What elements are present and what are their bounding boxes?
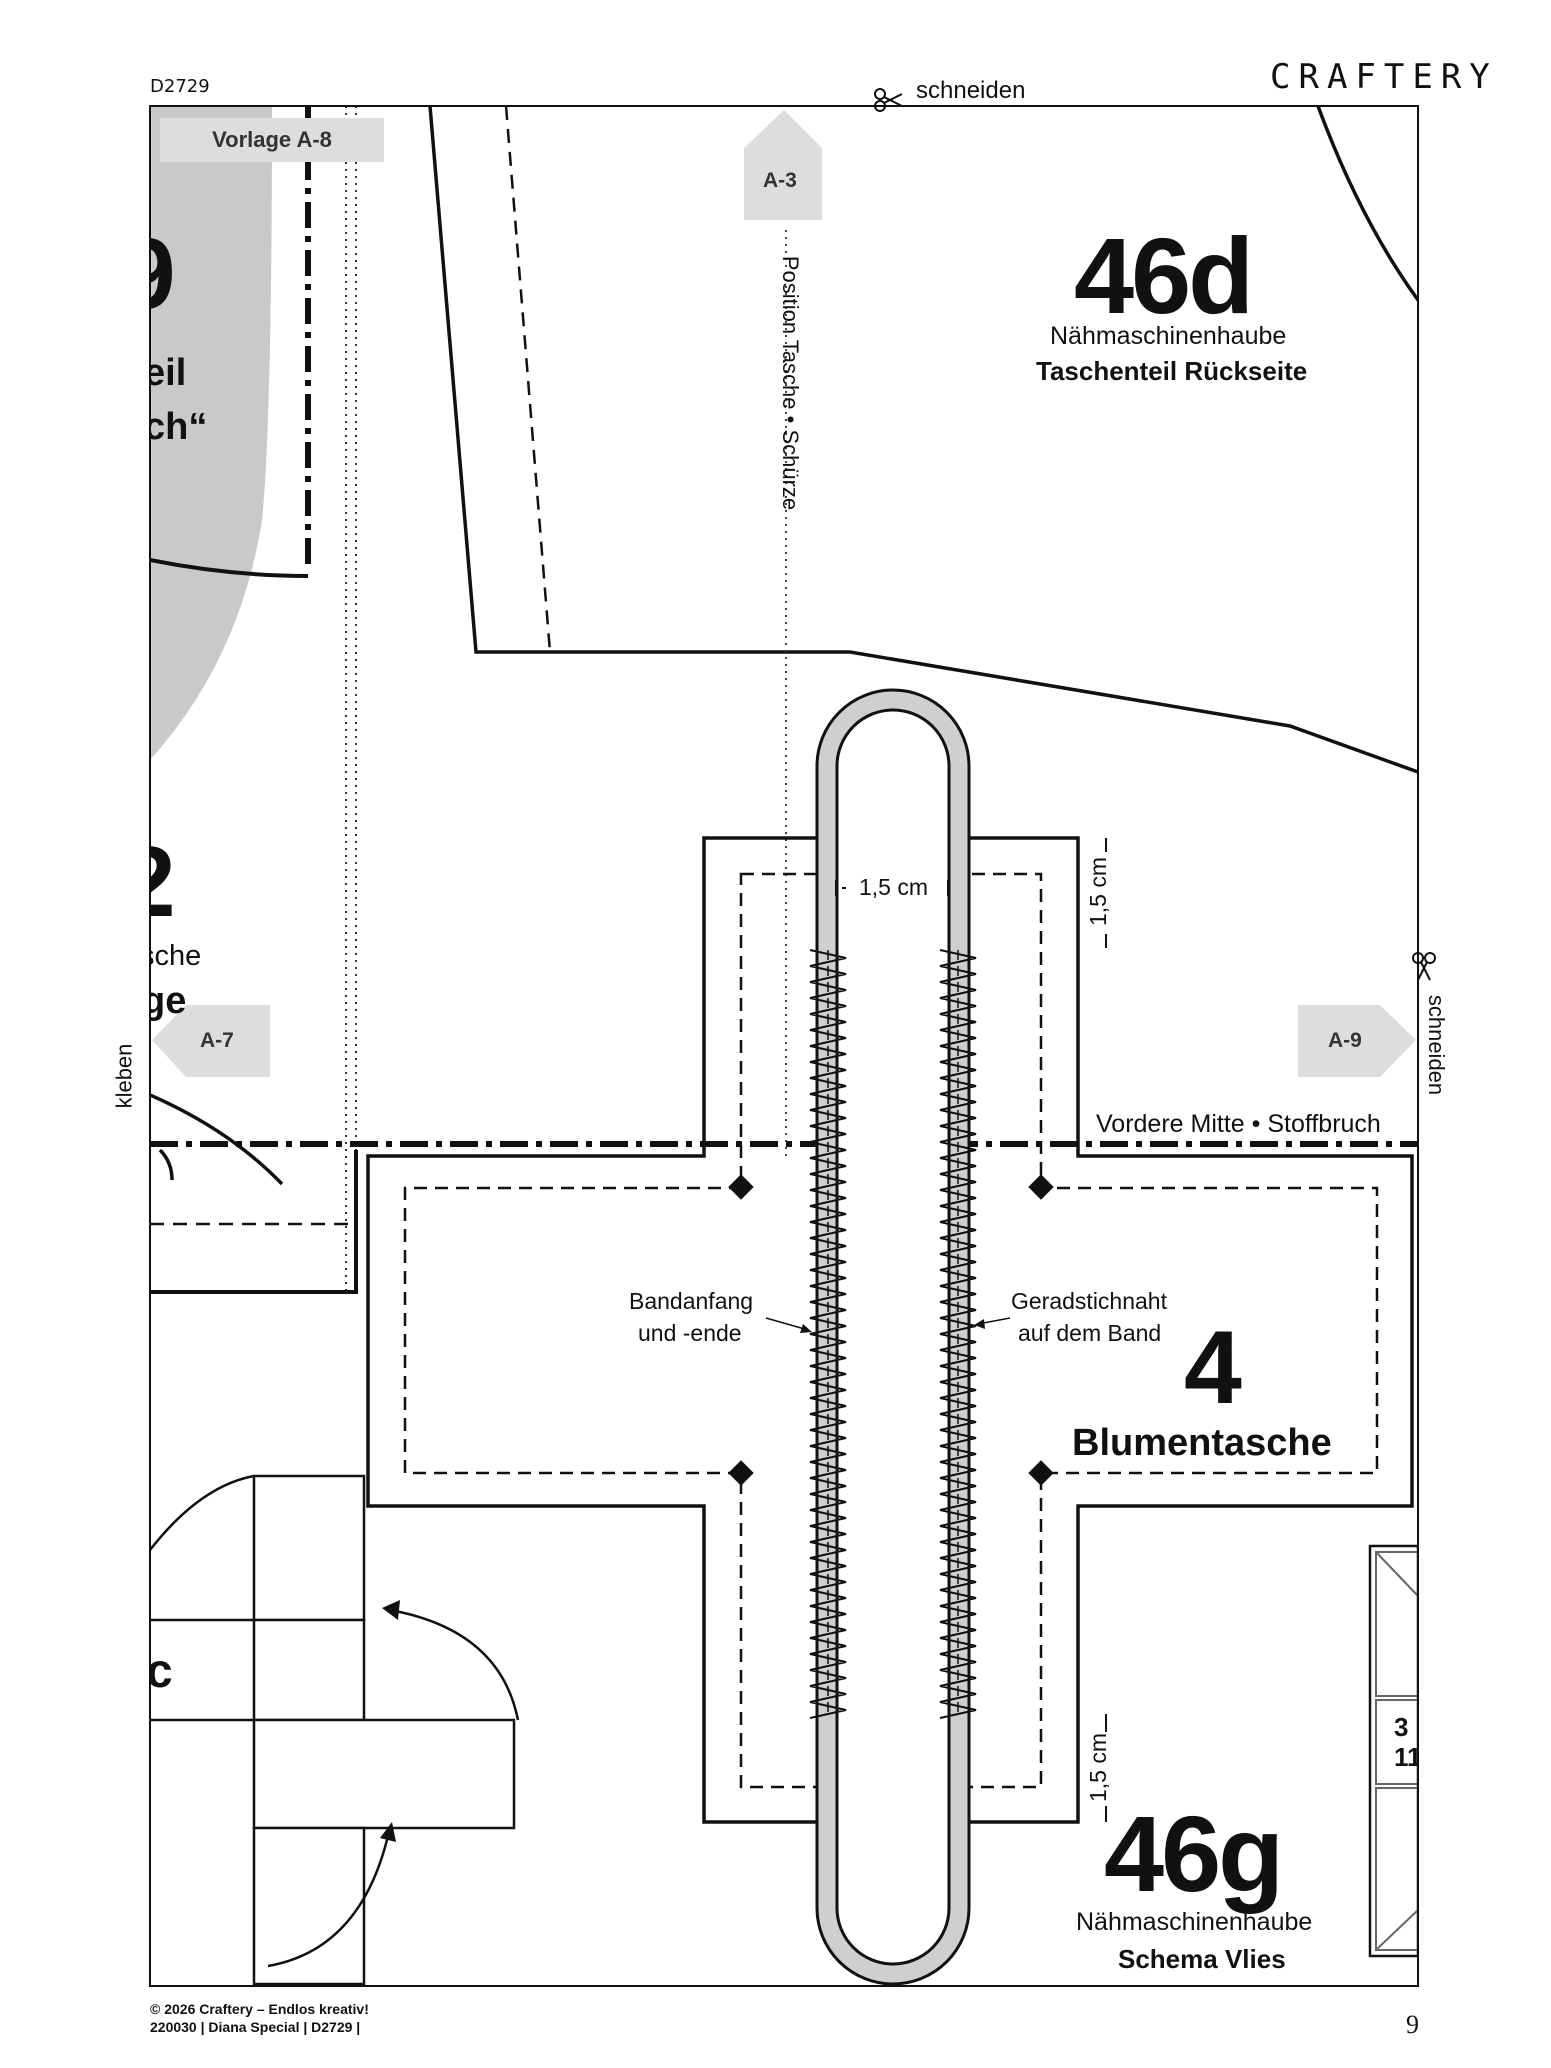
measure-top-vertical: 1,5 cm bbox=[1085, 856, 1112, 927]
annotation-band-end: und -ende bbox=[638, 1320, 742, 1346]
fragment-text: eil bbox=[150, 352, 187, 394]
annotation-band-start: Bandanfang bbox=[629, 1288, 754, 1314]
position-guide-label: Position Tasche • Schürze bbox=[778, 255, 803, 511]
piece-46d-outline bbox=[428, 106, 1418, 774]
brand-logo: CRAFTERY bbox=[1270, 57, 1498, 97]
fragment-text: 2 bbox=[150, 832, 176, 932]
fragment-text: ch“ bbox=[150, 406, 208, 448]
piece-46d-number: 46d bbox=[1074, 215, 1254, 336]
zigzag-stitch-left bbox=[809, 949, 847, 1719]
fragment-text: 11 bbox=[1394, 1742, 1418, 1772]
template-tag: Vorlage A-8 bbox=[160, 118, 384, 162]
footer-copyright: © 2026 Craftery – Endlos kreativ! bbox=[150, 2001, 369, 2017]
fragment-text: 3 bbox=[1394, 1712, 1409, 1742]
piece-46d-subtitle: Taschenteil Rückseite bbox=[1036, 356, 1308, 386]
footer-reference: 220030 | Diana Special | D2729 | bbox=[150, 2019, 361, 2035]
right-fragments-clip: 3 11 bbox=[1376, 1700, 1418, 1784]
tag-a3-label: A-3 bbox=[763, 169, 797, 192]
page-number: 9 bbox=[1406, 2010, 1419, 2039]
annotation-straight-stitch: Geradstichnaht bbox=[1011, 1288, 1167, 1314]
fragment-text: c bbox=[150, 1645, 173, 1698]
zigzag-stitch-right bbox=[939, 949, 977, 1719]
tag-a9-shape bbox=[1298, 1005, 1416, 1077]
diamond-marker bbox=[1028, 1174, 1054, 1200]
fragment-text: sche bbox=[150, 940, 202, 972]
left-fragments-clip: 9 eil ch“ 2 sche ge c bbox=[150, 106, 410, 1986]
piece-4-number: 4 bbox=[1184, 1310, 1242, 1426]
measure-bottom-vertical: 1,5 cm bbox=[1085, 1732, 1112, 1803]
grey-fabric-area bbox=[150, 106, 272, 760]
glue-label: kleben bbox=[111, 1043, 137, 1109]
tag-a9-label: A-9 bbox=[1328, 1029, 1362, 1052]
scissors-icon bbox=[1412, 952, 1436, 981]
measure-top-horizontal: 1,5 cm bbox=[855, 876, 933, 899]
piece-4-cross-outline bbox=[366, 836, 1414, 1824]
piece-46g-number: 46g bbox=[1104, 1793, 1284, 1914]
tag-a3-shape bbox=[744, 110, 822, 220]
piece-46d-title: Nähmaschinenhaube bbox=[1050, 322, 1287, 350]
document-code: D2729 bbox=[150, 76, 210, 97]
tag-a7-label: A-7 bbox=[200, 1029, 234, 1052]
annotation-on-band: auf dem Band bbox=[1018, 1320, 1162, 1346]
diamond-marker bbox=[728, 1460, 754, 1486]
piece-4-title: Blumentasche bbox=[1072, 1422, 1332, 1464]
diamond-marker bbox=[1028, 1460, 1054, 1486]
fragment-text: ge bbox=[150, 980, 187, 1022]
diamond-marker bbox=[728, 1174, 754, 1200]
piece-46g-subtitle: Schema Vlies bbox=[1118, 1944, 1286, 1974]
piece-46g-title: Nähmaschinenhaube bbox=[1076, 1908, 1313, 1936]
fragment-text: 9 bbox=[150, 224, 176, 324]
page-frame bbox=[149, 105, 1419, 1987]
tag-a7-shape bbox=[152, 1005, 270, 1077]
fold-line-label: Vordere Mitte • Stoffbruch bbox=[1096, 1110, 1381, 1138]
cut-label-top: schneiden bbox=[916, 77, 1026, 104]
cut-label-right: schneiden bbox=[1424, 994, 1450, 1096]
scissors-icon bbox=[874, 88, 903, 112]
